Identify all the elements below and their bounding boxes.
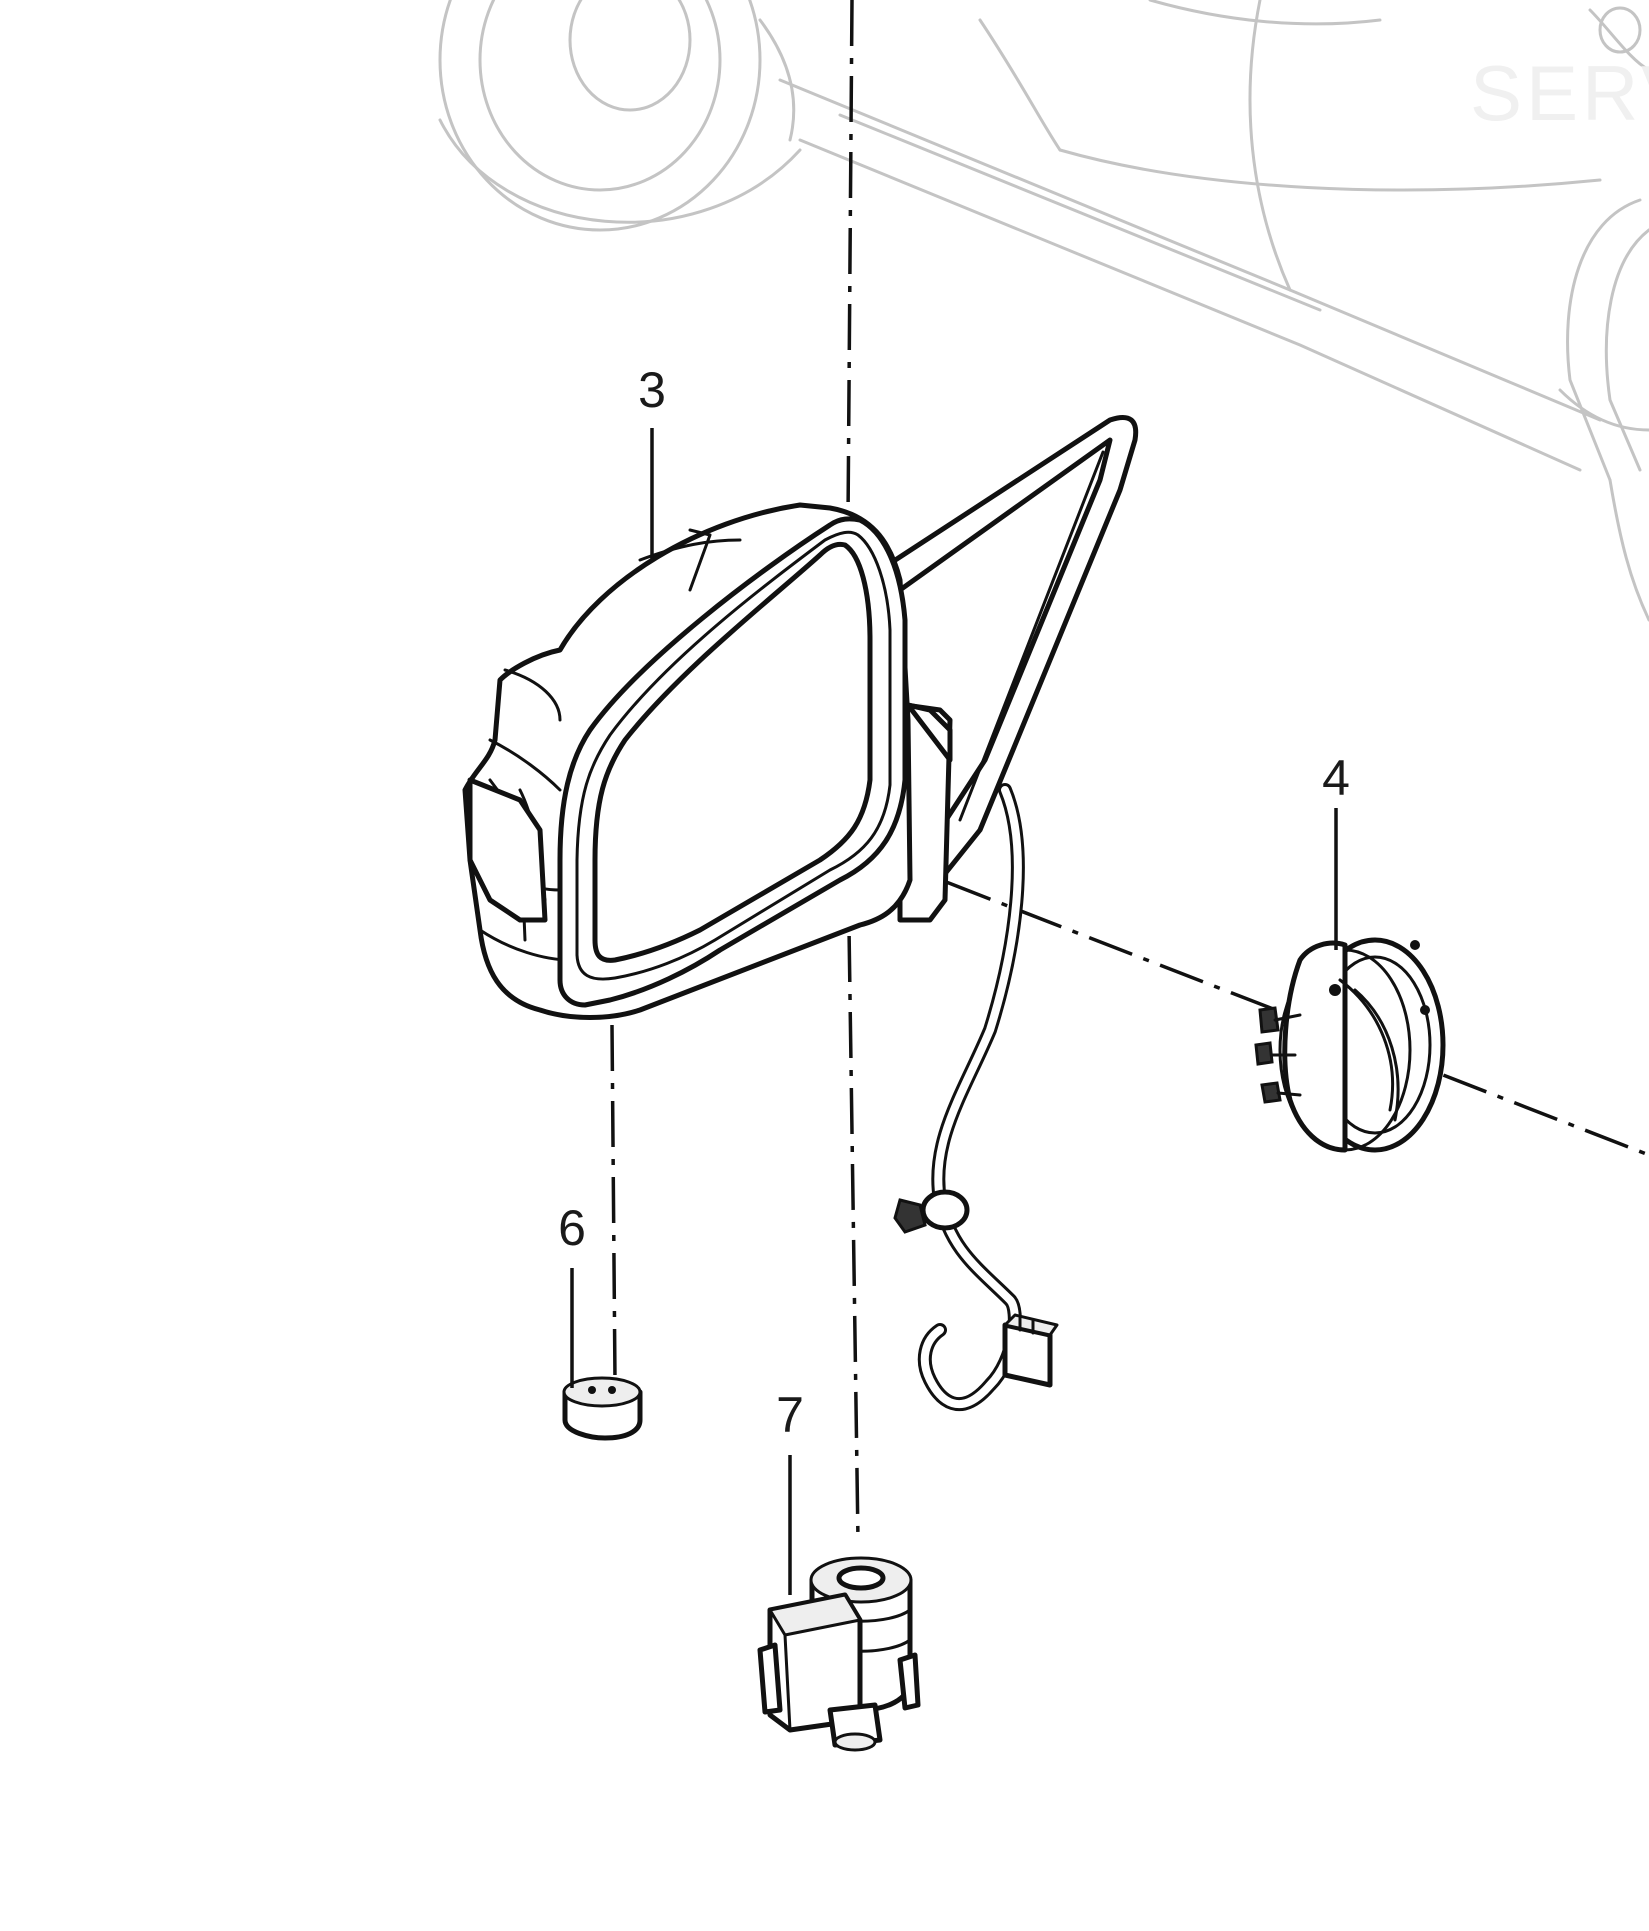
turn-signal-lamp <box>467 777 548 923</box>
callout-4: 4 <box>1322 750 1350 806</box>
actuator-ring <box>1254 937 1446 1153</box>
mirror-mount-arm <box>877 415 1139 883</box>
wiring-harness <box>893 783 1059 1412</box>
background-vehicle-outline <box>438 0 1649 622</box>
motor-part <box>757 1556 921 1752</box>
cap-centerline <box>610 1024 617 1381</box>
harness-clip <box>920 1189 970 1231</box>
mirror-assembly <box>462 415 1139 1020</box>
callout-7: 7 <box>776 1387 804 1443</box>
callout-3: 3 <box>638 362 666 418</box>
callout-6: 6 <box>558 1200 586 1256</box>
vertical-centerline <box>846 0 860 1541</box>
cap-part <box>562 1376 643 1441</box>
watermark-text: SERV <box>1470 49 1649 137</box>
mirror-glass <box>592 541 873 963</box>
